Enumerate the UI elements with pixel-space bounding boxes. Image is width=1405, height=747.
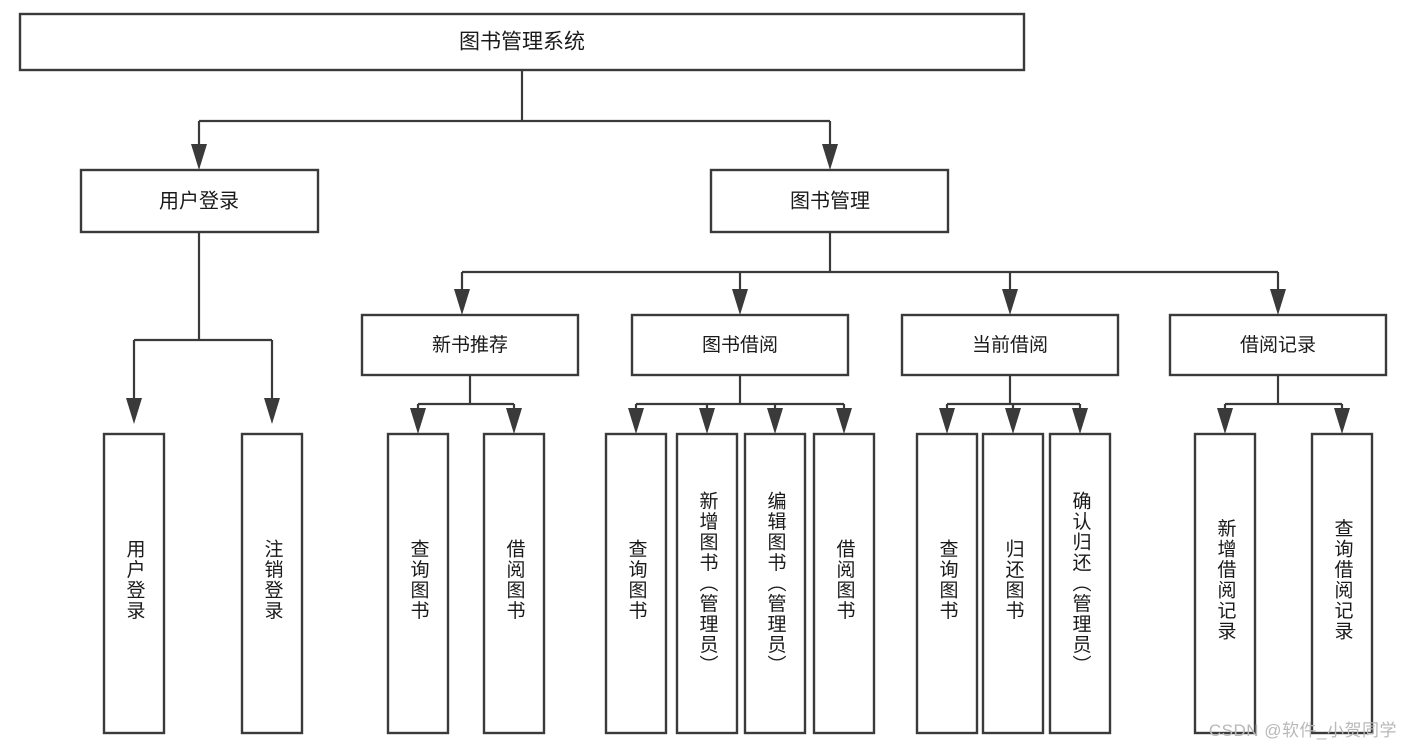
arrow-head-icon [1072,408,1088,434]
leaf-user-login[interactable]: 用户登录 [102,432,166,735]
arrow-head-icon [454,289,470,315]
node-borrow-records-box[interactable] [1168,313,1388,377]
leaf-return-book[interactable]: 归还图书 [981,432,1045,735]
node-book-borrow-box[interactable] [630,313,850,377]
arrow-head-icon [767,408,783,434]
leaf-borrow-book[interactable]: 借阅图书 [812,432,876,735]
arrow-head-icon [939,408,955,434]
arrow-head-icon [1217,408,1233,434]
node-current-borrow-label: 当前借阅 [972,334,1048,356]
leaf-query-book-recommend-label: 查询图书 [408,539,430,621]
arrow-head-icon [1005,408,1021,434]
leaf-edit-book-admin-label: 编辑图书（管理员） [765,490,787,675]
node-new-book-recommend-label: 新书推荐 [432,334,508,356]
node-root-label: 图书管理系统 [459,31,585,54]
leaf-add-borrow-record-box[interactable] [1193,432,1257,735]
arrow-head-icon [836,408,852,434]
leaf-query-book-recommend[interactable]: 查询图书 [386,432,450,735]
node-book-management-box[interactable] [709,168,950,234]
leaf-add-borrow-record[interactable]: 新增借阅记录 [1193,432,1257,735]
node-book-management[interactable]: 图书管理 [709,168,950,234]
leaf-confirm-return-admin-box[interactable] [1048,432,1112,735]
leaf-user-login-label: 用户登录 [124,539,146,621]
node-root-box[interactable] [18,12,1026,72]
arrow-head-icon [628,408,644,434]
leaf-user-login-box[interactable] [102,432,166,735]
leaf-query-book-borrow[interactable]: 查询图书 [604,432,668,735]
leaf-query-borrow-record-box[interactable] [1310,432,1374,735]
leaf-edit-book-admin-box[interactable] [743,432,807,735]
leaf-borrow-book-box[interactable] [812,432,876,735]
node-book-management-label: 图书管理 [790,189,870,212]
node-user-login-label: 用户登录 [159,189,239,212]
leaf-add-book-admin-label: 新增图书（管理员） [697,490,719,675]
arrow-head-icon [822,144,838,170]
leaf-logout-label: 注销登录 [262,539,284,621]
node-root[interactable]: 图书管理系统 [18,12,1026,72]
arrow-head-icon [410,408,426,434]
leaf-query-book-current[interactable]: 查询图书 [915,432,979,735]
leaf-query-book-recommend-box[interactable] [386,432,450,735]
watermark-text: CSDN @软件_小贺同学 [1208,721,1397,740]
node-new-book-recommend-box[interactable] [360,313,580,377]
leaf-query-book-borrow-label: 查询图书 [626,539,648,621]
arrow-head-icon [506,408,522,434]
node-current-borrow[interactable]: 当前借阅 [900,313,1120,377]
node-user-login[interactable]: 用户登录 [79,168,320,234]
connector-group-new-book [410,375,522,434]
arrow-head-icon [1270,289,1286,315]
arrow-head-icon [732,289,748,315]
node-new-book-recommend[interactable]: 新书推荐 [360,313,580,377]
leaf-borrow-book-recommend-label: 借阅图书 [504,539,526,621]
leaf-borrow-book-recommend[interactable]: 借阅图书 [482,432,546,735]
leaf-edit-book-admin[interactable]: 编辑图书（管理员） [743,432,807,735]
node-user-login-box[interactable] [79,168,320,234]
connector-group-user-login [126,232,280,424]
arrow-head-icon [191,144,207,170]
arrow-head-icon [126,398,142,424]
leaf-add-book-admin-box[interactable] [675,432,739,735]
leaf-confirm-return-admin[interactable]: 确认归还（管理员） [1048,432,1112,735]
leaf-return-book-box[interactable] [981,432,1045,735]
node-borrow-records-label: 借阅记录 [1240,334,1316,356]
leaf-borrow-book-recommend-box[interactable] [482,432,546,735]
arrow-head-icon [264,398,280,424]
leaf-query-book-current-box[interactable] [915,432,979,735]
leaf-logout-box[interactable] [240,432,304,735]
connector-group-records [1217,375,1350,434]
arrow-head-icon [1334,408,1350,434]
connector-group-book-mgmt [454,232,1286,315]
connector-group-borrow [628,375,852,434]
node-current-borrow-box[interactable] [900,313,1120,377]
arrow-head-icon [1002,289,1018,315]
leaf-borrow-book-label: 借阅图书 [834,539,856,621]
leaf-confirm-return-admin-label: 确认归还（管理员） [1070,490,1092,675]
leaf-query-book-current-label: 查询图书 [937,539,959,621]
leaf-return-book-label: 归还图书 [1003,539,1025,621]
node-book-borrow[interactable]: 图书借阅 [630,313,850,377]
node-borrow-records[interactable]: 借阅记录 [1168,313,1388,377]
leaf-query-book-borrow-box[interactable] [604,432,668,735]
connector-group-root [191,70,838,170]
connector-group-current-borrow [939,375,1088,434]
leaf-query-borrow-record-label: 查询借阅记录 [1332,518,1354,641]
leaf-add-book-admin[interactable]: 新增图书（管理员） [675,432,739,735]
node-book-borrow-label: 图书借阅 [702,334,778,356]
leaf-query-borrow-record[interactable]: 查询借阅记录 [1310,432,1374,735]
leaf-add-borrow-record-label: 新增借阅记录 [1215,518,1237,641]
arrow-head-icon [699,408,715,434]
leaf-logout[interactable]: 注销登录 [240,432,304,735]
